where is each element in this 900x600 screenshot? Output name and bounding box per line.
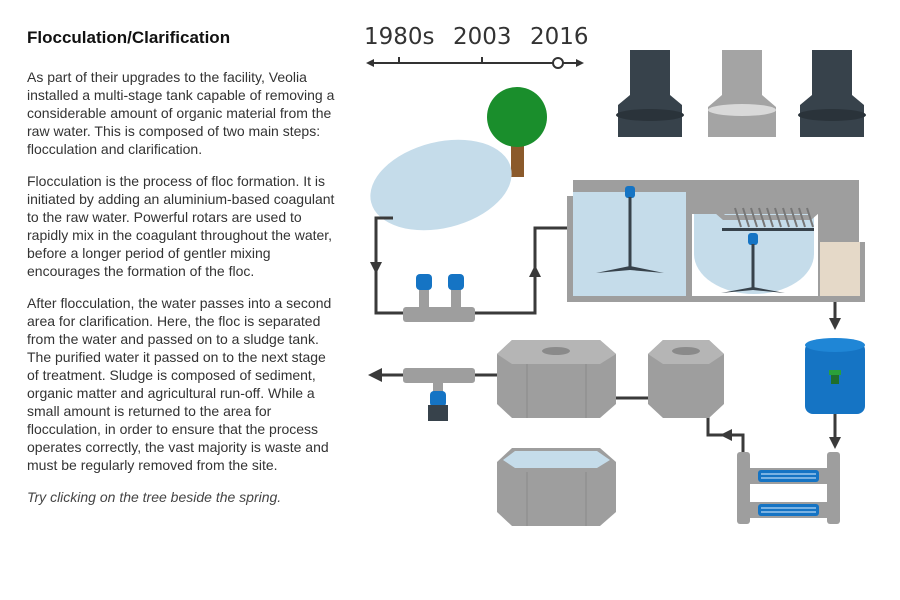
timeline-label-2003[interactable]: 2003: [453, 24, 512, 50]
inlet-pipe: [374, 216, 567, 315]
slow-mixer-rotor: [721, 233, 785, 293]
sludge-chamber: [820, 242, 860, 296]
rapid-mixer-rotor: [596, 186, 664, 273]
down-arrow-icon: [829, 318, 841, 330]
hopper-right: [798, 50, 866, 137]
timeline-left-arrow-icon: [366, 59, 374, 67]
clarifier-tank-left: [497, 340, 616, 418]
spring-pool: [370, 139, 512, 231]
hopper-middle: [708, 50, 776, 137]
outlet-arrow-icon: [368, 368, 382, 382]
clarifier-tank-right: [648, 340, 724, 418]
uv-filter-rack: [737, 452, 840, 524]
left-arrow-icon: [720, 429, 732, 441]
down-arrow-icon: [829, 437, 841, 449]
hint-text: Try clicking on the tree beside the spri…: [27, 489, 282, 505]
timeline-label-2016[interactable]: 2016: [530, 24, 589, 50]
blue-storage-tank: [805, 338, 865, 414]
coagulant-dosing-unit: [403, 274, 475, 322]
paragraph-intro: As part of their upgrades to the facilit…: [27, 69, 335, 157]
paragraph-clarification: After flocculation, the water passes int…: [27, 295, 332, 473]
article-panel: Flocculation/Clarification As part of th…: [27, 28, 337, 520]
timeline-right-arrow-icon: [576, 59, 584, 67]
timeline[interactable]: 1980s 2003 2016: [360, 18, 600, 78]
outlet-pump: [403, 368, 475, 421]
lamella-settler: [734, 207, 814, 228]
open-water-tank: [497, 448, 616, 526]
tree-icon[interactable]: [487, 87, 547, 177]
hopper-left: [616, 50, 684, 137]
up-arrow-icon: [529, 265, 541, 277]
timeline-label-1980s[interactable]: 1980s: [364, 24, 435, 50]
process-diagram: [368, 50, 866, 526]
timeline-axis: [366, 57, 584, 69]
paragraph-flocculation: Flocculation is the process of floc form…: [27, 173, 335, 279]
down-arrow-icon: [370, 262, 382, 274]
article-title: Flocculation/Clarification: [27, 28, 231, 47]
flocculation-tank: [567, 180, 865, 302]
timeline-marker-2016[interactable]: [552, 57, 564, 69]
